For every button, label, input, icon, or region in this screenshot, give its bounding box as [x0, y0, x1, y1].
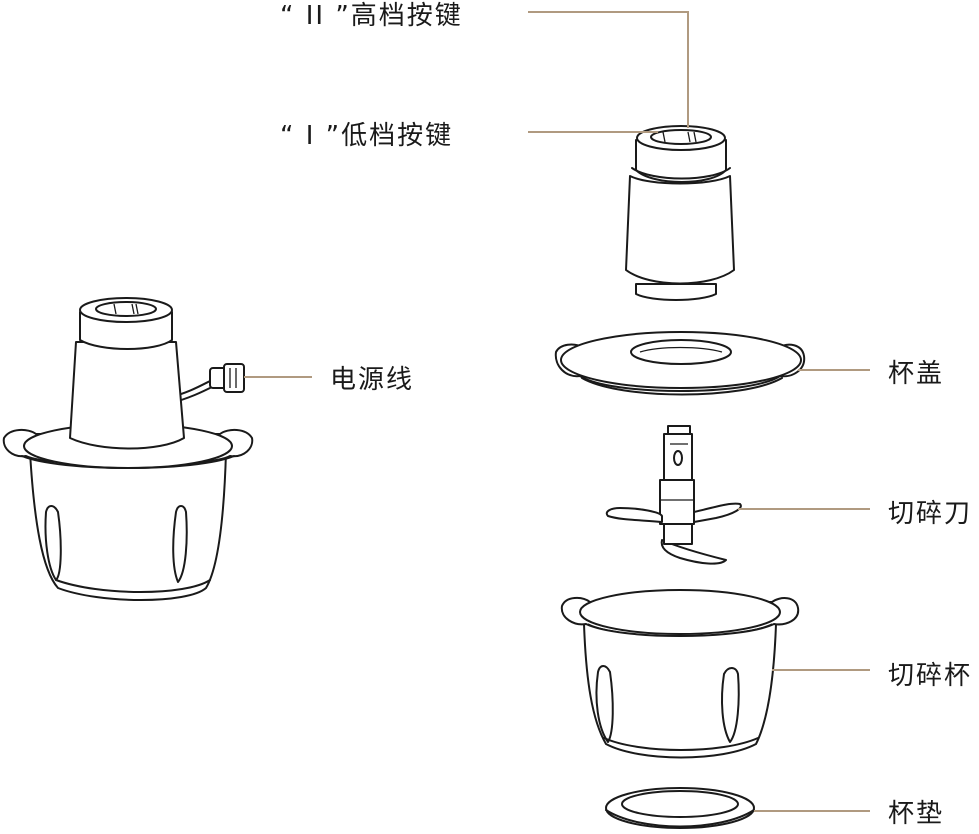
- label-high-button: “ II ”高档按键: [280, 1, 463, 31]
- label-pad: 杯垫: [888, 799, 944, 829]
- blade-part: [605, 425, 742, 565]
- label-bowl: 切碎杯: [888, 661, 972, 691]
- label-low-button: “ I ”低档按键: [280, 121, 453, 151]
- leader-lines: [244, 11, 870, 812]
- assembled-chopper: [2, 297, 254, 601]
- pad-part: [605, 787, 755, 829]
- lid-part: [554, 331, 806, 396]
- motor-head: [625, 125, 735, 301]
- label-power-cord: 电源线: [330, 365, 414, 395]
- bowl-part: [560, 589, 800, 759]
- label-lid: 杯盖: [888, 359, 944, 389]
- label-blade: 切碎刀: [888, 499, 972, 529]
- leader-high-button: [528, 11, 689, 128]
